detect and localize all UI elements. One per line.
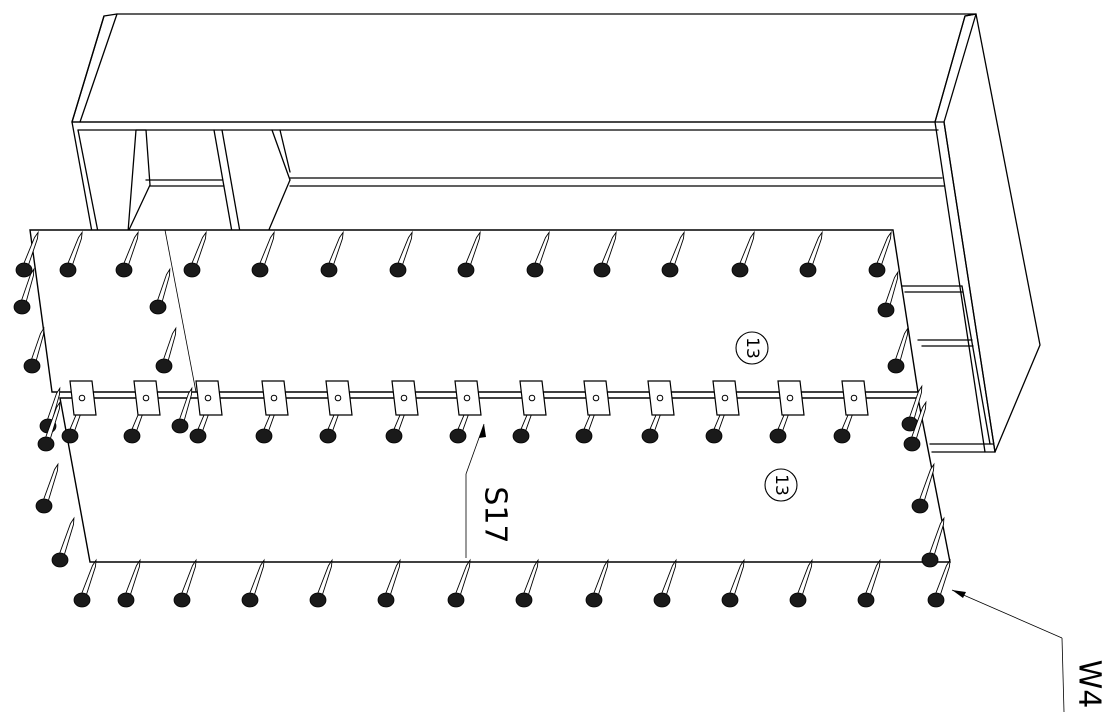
nail xyxy=(35,462,59,514)
nail xyxy=(15,230,39,278)
nail xyxy=(857,558,881,608)
nail xyxy=(23,326,45,374)
nail xyxy=(173,558,197,608)
part-callout-circle xyxy=(764,468,798,502)
connector-clip xyxy=(454,380,482,416)
part-callout-13-upper: 13 xyxy=(735,331,769,365)
nail xyxy=(377,558,401,608)
nail xyxy=(887,326,909,374)
cabinet-carcass xyxy=(71,13,1041,453)
nail xyxy=(789,558,813,608)
connector-clip xyxy=(841,380,869,416)
connector-clip xyxy=(261,380,289,416)
nail xyxy=(447,558,471,608)
part-callout-circle xyxy=(735,331,769,365)
nail xyxy=(59,230,83,278)
connector-clip xyxy=(583,380,611,416)
nail xyxy=(115,230,139,278)
connector-clip xyxy=(391,380,419,416)
nail xyxy=(911,462,935,514)
nail xyxy=(731,230,755,278)
nail xyxy=(37,400,61,452)
fastener-callout: S17 xyxy=(465,423,513,558)
cabinet-right-side xyxy=(934,13,1041,453)
connector-clip xyxy=(519,380,547,416)
nail xyxy=(661,230,685,278)
nail xyxy=(389,230,413,278)
nail xyxy=(457,230,481,278)
nail-callout: W4 xyxy=(951,589,1107,713)
divider-left xyxy=(127,129,151,233)
nail xyxy=(251,230,275,278)
nail xyxy=(799,230,823,278)
part-number-label: 13 xyxy=(771,474,791,496)
nail xyxy=(51,516,75,568)
nail xyxy=(149,267,171,315)
nail xyxy=(183,230,207,278)
connector-clip xyxy=(712,380,740,416)
nail xyxy=(515,558,539,608)
nail xyxy=(927,558,951,608)
nail xyxy=(309,558,333,608)
connector-clip xyxy=(69,380,97,416)
nail xyxy=(73,558,97,608)
connector-clip xyxy=(325,380,353,416)
connector-clip xyxy=(195,380,223,416)
part-callout-13-lower: 13 xyxy=(764,468,798,502)
nail xyxy=(868,230,892,278)
nails-group xyxy=(13,230,951,608)
nail xyxy=(877,270,899,318)
nail xyxy=(241,558,265,608)
connector-clip xyxy=(777,380,805,416)
nail xyxy=(155,326,177,374)
connector-clip xyxy=(647,380,675,416)
nail xyxy=(171,386,193,434)
nail xyxy=(721,558,745,608)
clips-group xyxy=(69,380,869,416)
connector-clip xyxy=(133,380,161,416)
nail xyxy=(593,230,617,278)
part-number-label: 13 xyxy=(742,337,762,359)
nail xyxy=(320,230,344,278)
nail xyxy=(653,558,677,608)
nail-callout-label: W4 xyxy=(1072,660,1107,709)
nail xyxy=(117,558,141,608)
nail xyxy=(585,558,609,608)
nail xyxy=(903,400,927,452)
nail xyxy=(13,267,35,315)
nail xyxy=(526,230,550,278)
fastener-callout-label: S17 xyxy=(478,486,513,543)
cabinet-top-panel xyxy=(71,13,977,123)
nail xyxy=(921,516,945,568)
